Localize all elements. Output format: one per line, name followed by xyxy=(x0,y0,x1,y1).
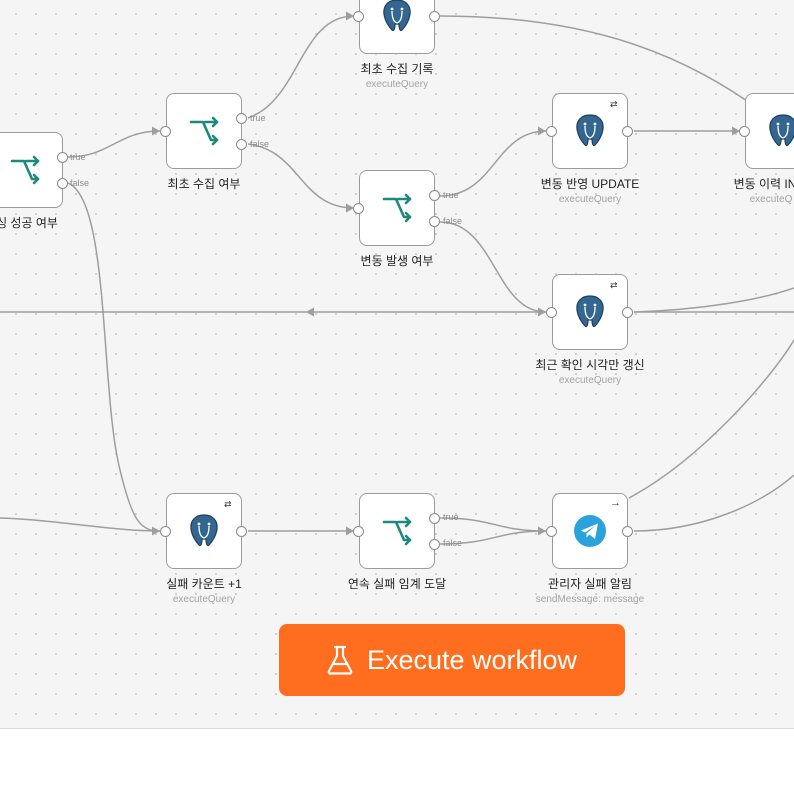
workflow-canvas[interactable]: true false 싱 성공 여부 true false 최초 수집 여부 최… xyxy=(0,0,794,728)
output-port-true[interactable] xyxy=(429,190,440,201)
input-port[interactable] xyxy=(546,126,557,137)
output-port-true[interactable] xyxy=(236,113,247,124)
telegram-icon xyxy=(574,515,606,547)
node-change-occurred-if[interactable] xyxy=(353,170,440,246)
node-consecutive-fail-if[interactable] xyxy=(353,493,440,569)
postgres-icon xyxy=(383,0,411,32)
postgres-icon xyxy=(576,114,604,147)
input-port[interactable] xyxy=(160,526,171,537)
port-label-true: true xyxy=(443,190,459,200)
port-label-true: true xyxy=(70,152,86,162)
arrow-alert xyxy=(538,526,546,536)
node-title: 연속 실패 임계 도달 xyxy=(347,577,447,591)
node-change-history[interactable] xyxy=(739,93,794,169)
input-port[interactable] xyxy=(353,526,364,537)
output-port[interactable] xyxy=(622,526,633,537)
postgres-icon xyxy=(769,114,794,147)
edge-change-false-to-recent xyxy=(439,221,547,313)
edge-alert-up-2 xyxy=(633,474,794,532)
edge-consec-true-to-alert xyxy=(439,517,547,532)
output-port[interactable] xyxy=(622,307,633,318)
node-title: 싱 성공 여부 xyxy=(0,216,58,230)
bottom-divider xyxy=(0,728,794,729)
arrow-first-collect xyxy=(152,126,160,136)
edge-parse-false-to-fail-count xyxy=(67,182,161,532)
output-port-true[interactable] xyxy=(57,152,68,163)
node-title: 실패 카운트 +1 xyxy=(166,577,242,591)
port-label-false: false xyxy=(443,216,463,226)
node-admin-alert[interactable]: → xyxy=(546,493,633,569)
edge-log-to-history xyxy=(439,15,761,111)
input-port[interactable] xyxy=(546,307,557,318)
edge-change-true-to-update xyxy=(439,130,547,197)
sync-badge-icon: ⇄ xyxy=(224,499,232,509)
port-label-true: true xyxy=(250,113,266,123)
port-label-false: false xyxy=(250,139,270,149)
arrow-change xyxy=(346,203,354,213)
node-title: 최근 확인 시각만 갱신 xyxy=(535,358,645,372)
arrow-log xyxy=(346,11,354,21)
arrow-update xyxy=(538,126,546,136)
node-subtitle: executeQuery xyxy=(172,594,236,605)
edge-consec-false-to-alert xyxy=(439,530,547,545)
flask-icon xyxy=(327,645,353,675)
node-title: 관리자 실패 알림 xyxy=(548,577,632,591)
output-port-false[interactable] xyxy=(429,539,440,550)
output-port-true[interactable] xyxy=(429,513,440,524)
arrow-consecutive xyxy=(346,526,354,536)
output-port-false[interactable] xyxy=(429,216,440,227)
if-branch-icon xyxy=(10,155,40,185)
postgres-icon xyxy=(576,295,604,328)
input-port[interactable] xyxy=(353,11,364,22)
node-subtitle: executeQ xyxy=(749,194,793,205)
output-port[interactable] xyxy=(236,526,247,537)
output-port[interactable] xyxy=(429,11,440,22)
node-title: 최초 수집 여부 xyxy=(167,177,241,191)
edge-first-false-to-change xyxy=(247,143,355,209)
port-label-true: true xyxy=(443,512,459,522)
node-title: 최초 수집 기록 xyxy=(360,62,434,76)
node-recent-check[interactable]: ⇄ xyxy=(546,274,633,350)
node-subtitle: executeQuery xyxy=(558,375,622,386)
node-first-collect-log[interactable] xyxy=(353,0,440,54)
if-branch-icon xyxy=(189,116,219,146)
arrow-return-mid xyxy=(306,307,314,317)
output-port[interactable] xyxy=(622,126,633,137)
sync-badge-icon: ⇄ xyxy=(610,280,618,290)
execute-workflow-button[interactable]: Execute workflow xyxy=(279,624,625,696)
edge-first-true-to-log xyxy=(247,15,355,119)
node-title: 변동 이력 IN xyxy=(733,177,794,191)
node-subtitle: executeQuery xyxy=(365,79,429,90)
input-port[interactable] xyxy=(739,126,750,137)
node-subtitle: sendMessage: message xyxy=(535,594,645,605)
send-arrow-icon: → xyxy=(610,497,621,509)
execute-workflow-label: Execute workflow xyxy=(366,644,578,675)
input-port[interactable] xyxy=(353,203,364,214)
edge-alert-up-1 xyxy=(628,339,794,499)
if-branch-icon xyxy=(382,193,412,223)
node-fail-count[interactable]: ⇄ xyxy=(160,493,247,569)
arrow-history xyxy=(732,126,740,136)
arrow-fail-count xyxy=(152,526,160,536)
node-first-collect-if[interactable] xyxy=(160,93,247,169)
node-subtitle: executeQuery xyxy=(558,194,622,205)
postgres-icon xyxy=(190,514,218,547)
arrow-recent xyxy=(538,307,546,317)
node-parse-success[interactable] xyxy=(0,132,68,208)
edge-left-to-fail xyxy=(0,517,161,532)
input-port[interactable] xyxy=(546,526,557,537)
node-title: 변동 발생 여부 xyxy=(360,254,434,268)
node-change-update[interactable]: ⇄ xyxy=(546,93,633,169)
if-branch-icon xyxy=(382,516,412,546)
port-label-false: false xyxy=(443,538,463,548)
node-title: 변동 반영 UPDATE xyxy=(540,177,640,191)
input-port[interactable] xyxy=(160,126,171,137)
edge-parse-true-to-first-collect xyxy=(67,130,161,158)
output-port-false[interactable] xyxy=(236,139,247,150)
connections-layer xyxy=(0,11,794,545)
edge-recent-up xyxy=(633,287,794,313)
port-label-false: false xyxy=(70,178,90,188)
sync-badge-icon: ⇄ xyxy=(610,99,618,109)
output-port-false[interactable] xyxy=(57,178,68,189)
